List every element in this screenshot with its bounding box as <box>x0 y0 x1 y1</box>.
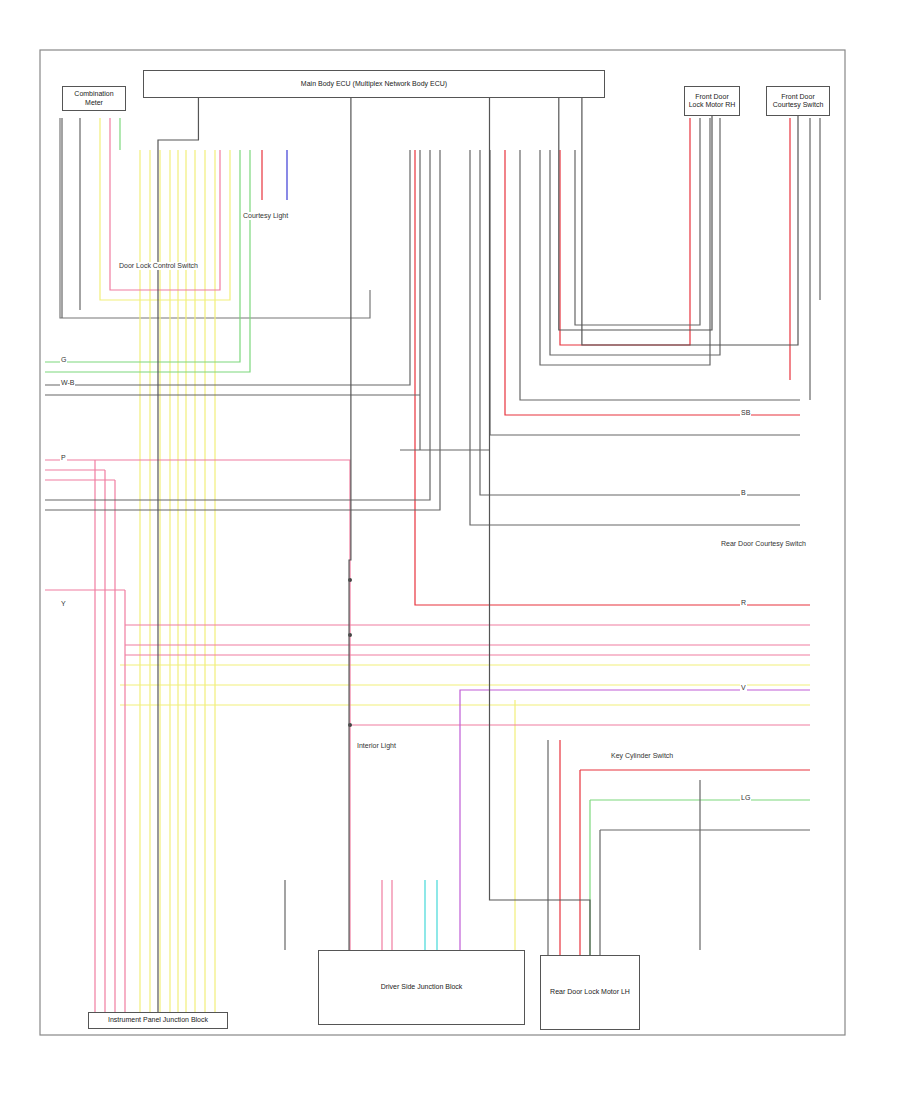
component-name: Driver Side Junction Block <box>381 983 463 991</box>
wire-label: G <box>60 356 67 364</box>
wire-label: Rear Door Courtesy Switch <box>720 540 807 548</box>
harness-connector <box>349 98 351 950</box>
wire-label: R <box>740 599 747 607</box>
component-box: Driver Side Junction Block <box>318 950 525 1025</box>
wire-label: W-B <box>60 379 75 387</box>
harness-connector <box>582 98 798 345</box>
harness-connector <box>490 98 591 955</box>
wire-label: Door Lock Control Switch <box>118 262 199 270</box>
component-box: Instrument Panel Junction Block <box>88 1012 228 1029</box>
wire-label: Courtesy Light <box>242 212 289 220</box>
wire-label: B <box>740 489 747 497</box>
component-name: Rear Door Lock Motor LH <box>550 988 630 996</box>
component-name: Front Door Courtesy Switch <box>769 93 827 109</box>
cyan-wires <box>425 880 437 950</box>
harness-connector <box>158 98 198 1012</box>
component-name: Combination Meter <box>65 90 123 106</box>
wire-label: Key Cylinder Switch <box>610 752 674 760</box>
wire-label: Y <box>60 600 67 608</box>
wire-label: Interior Light <box>356 742 397 750</box>
gray-wires <box>45 118 820 955</box>
violet-wire <box>460 690 810 950</box>
component-box: Main Body ECU (Multiplex Network Body EC… <box>143 70 605 98</box>
green-wires <box>45 118 810 955</box>
component-box: Combination Meter <box>62 86 126 111</box>
wire-label: SB <box>740 409 751 417</box>
component-name: Instrument Panel Junction Block <box>108 1016 208 1024</box>
component-box: Rear Door Lock Motor LH <box>540 955 640 1030</box>
component-box: Front Door Lock Motor RH <box>684 86 740 116</box>
red-wires <box>262 118 810 955</box>
yellow-wires <box>100 118 810 1012</box>
component-name: Front Door Lock Motor RH <box>687 93 737 109</box>
wire-label: V <box>740 684 747 692</box>
pink-wires <box>45 118 810 1012</box>
frame-border <box>40 50 845 1035</box>
wire-label: P <box>60 454 67 462</box>
component-box: Front Door Courtesy Switch <box>766 86 830 116</box>
wire-label: LG <box>740 794 751 802</box>
blue-wire <box>286 150 287 200</box>
component-name: Main Body ECU (Multiplex Network Body EC… <box>301 80 447 88</box>
